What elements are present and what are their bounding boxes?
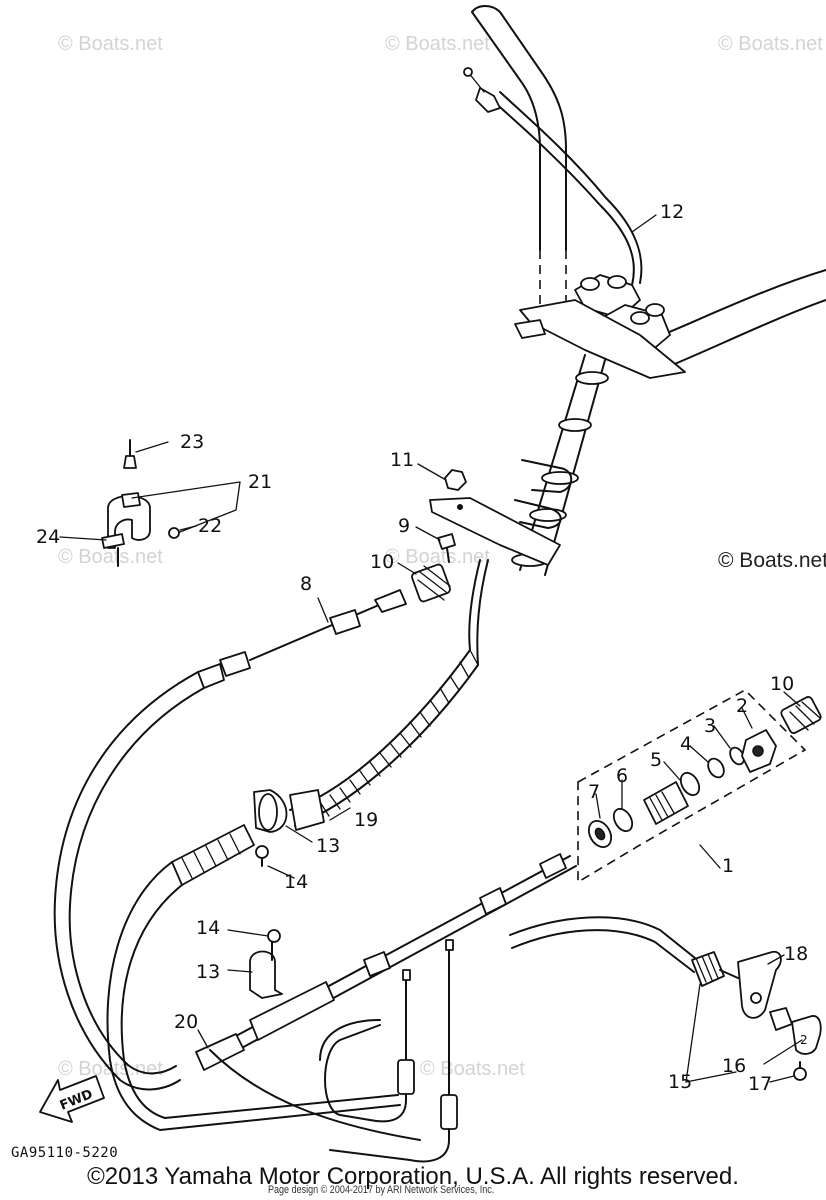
callout-8: 8	[300, 573, 312, 595]
grip-assembly-1	[577, 689, 822, 884]
fwd-arrow: FWD	[39, 1075, 105, 1123]
clamp-13-upper	[253, 789, 288, 833]
screw-14-lower	[267, 929, 281, 943]
callout-11: 11	[390, 449, 414, 471]
watermark: © Boats.net	[420, 1058, 525, 1080]
callout-6: 6	[616, 765, 628, 787]
callout-17: 17	[748, 1073, 772, 1095]
nut-16: 2	[769, 1007, 822, 1055]
callout-10-upper: 10	[370, 551, 394, 573]
callout-4: 4	[680, 733, 692, 755]
screw-14-upper	[255, 845, 269, 867]
callout-9: 9	[398, 515, 410, 537]
watermark: © Boats.net	[58, 546, 163, 568]
leader-lines	[59, 214, 803, 1083]
callout-13-upper: 13	[316, 835, 340, 857]
cable-20	[195, 853, 577, 1141]
callout-19: 19	[354, 809, 378, 831]
diagram-code: GA95110-5220	[11, 1145, 119, 1161]
linkage-rods	[319, 939, 458, 1163]
callout-20: 20	[174, 1011, 198, 1033]
screw-17	[793, 1061, 807, 1081]
callout-13-lower: 13	[196, 961, 220, 983]
callout-18: 18	[784, 943, 808, 965]
callout-14-upper: 14	[284, 871, 308, 893]
callout-15: 15	[668, 1071, 692, 1093]
handlebar-drawing	[429, 5, 826, 576]
cable-15	[509, 916, 739, 987]
copyright-notice: ©2013 Yamaha Motor Corporation, U.S.A. A…	[87, 1163, 739, 1190]
bracket-18	[737, 950, 782, 1019]
cable-8	[53, 589, 407, 1091]
nut-10-upper	[411, 563, 451, 603]
watermark: © Boats.net	[385, 546, 490, 568]
watermark-side: © Boats.net	[718, 549, 826, 572]
callout-5: 5	[650, 749, 662, 771]
throttle-cable-12	[463, 67, 643, 286]
callout-10-right: 10	[770, 673, 794, 695]
callout-22: 22	[198, 515, 222, 537]
watermark: © Boats.net	[385, 33, 490, 55]
bolt-9	[437, 533, 456, 563]
callout-1: 1	[722, 855, 734, 877]
clamp-set-21-24	[101, 439, 180, 567]
callout-23: 23	[180, 431, 204, 453]
callout-7: 7	[588, 781, 600, 803]
callout-12: 12	[660, 201, 684, 223]
callout-14-lower: 14	[196, 917, 220, 939]
cable-19	[289, 559, 489, 831]
watermark: © Boats.net	[718, 33, 823, 55]
boot-cable-left	[106, 824, 401, 1131]
callout-3: 3	[704, 715, 716, 737]
callout-2: 2	[736, 695, 748, 717]
callout-24: 24	[36, 526, 60, 548]
svg-text:2: 2	[800, 1033, 808, 1047]
callout-21: 21	[248, 471, 272, 493]
callout-16: 16	[722, 1055, 746, 1077]
watermark: © Boats.net	[58, 33, 163, 55]
callout-numbers: 12 11 9 10 8 23 21 22 24 10 2 3 4 5 6 7 …	[36, 201, 808, 1095]
page-design-credit: Page design © 2004-2017 by ARI Network S…	[268, 1184, 495, 1196]
clamp-13-lower	[249, 939, 283, 999]
